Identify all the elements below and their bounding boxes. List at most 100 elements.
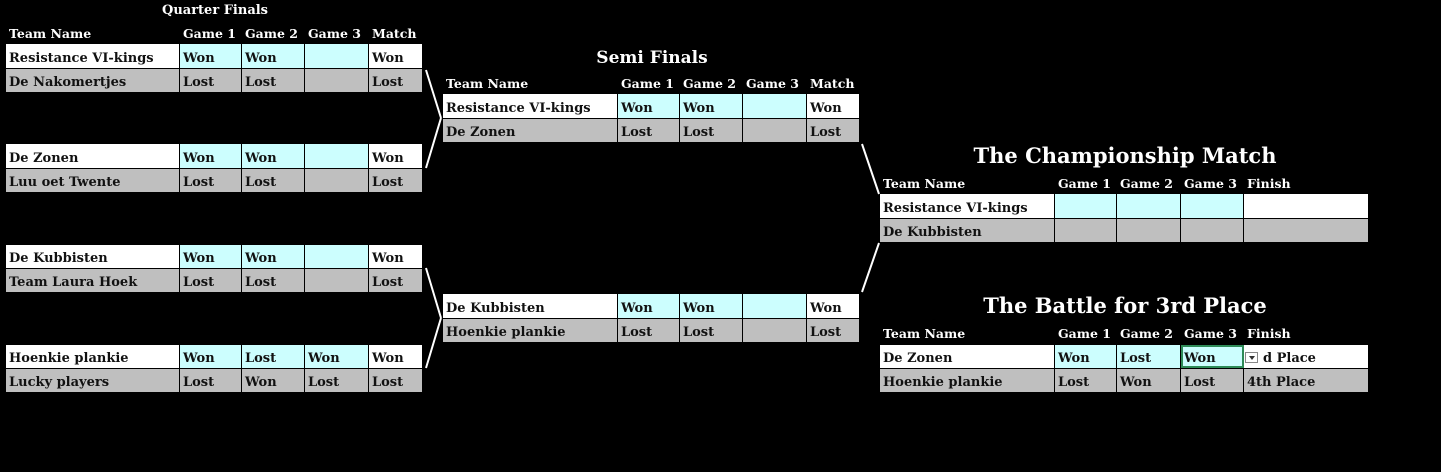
table-row: Lucky players Lost Won Lost Lost	[6, 369, 423, 392]
match-cell[interactable]: Lost	[807, 119, 860, 142]
game2-cell[interactable]: Lost	[242, 345, 305, 368]
team-cell[interactable]: Hoenkie plankie	[880, 369, 1055, 392]
team-cell[interactable]: Resistance VI-kings	[880, 194, 1055, 218]
game3-cell[interactable]: Lost	[1181, 369, 1244, 392]
game3-cell[interactable]	[1181, 219, 1244, 242]
game3-cell[interactable]	[743, 94, 807, 118]
match-cell[interactable]: Won	[369, 345, 423, 368]
game1-cell[interactable]: Lost	[180, 369, 242, 392]
header-game3: Game 3	[1184, 326, 1238, 341]
match-cell[interactable]: Won	[369, 44, 423, 68]
team-cell[interactable]: Hoenkie plankie	[443, 319, 618, 342]
bracket-line	[861, 242, 880, 293]
game1-cell[interactable]: Won	[618, 294, 680, 318]
table-row: Hoenkie plankie Won Lost Won Won	[6, 345, 423, 368]
header-game1: Game 1	[1058, 176, 1112, 191]
match-cell[interactable]: Lost	[369, 269, 423, 292]
game1-cell[interactable]: Won	[618, 94, 680, 118]
game2-cell[interactable]: Lost	[242, 69, 305, 92]
team-cell[interactable]: Resistance VI-kings	[443, 94, 618, 118]
team-cell[interactable]: De Kubbisten	[880, 219, 1055, 242]
game1-cell[interactable]: Lost	[618, 319, 680, 342]
bracket-line	[425, 317, 442, 369]
game2-cell[interactable]: Won	[242, 245, 305, 268]
game1-cell[interactable]: Lost	[1055, 369, 1117, 392]
match-cell[interactable]: Lost	[369, 69, 423, 92]
game2-cell[interactable]: Lost	[680, 119, 743, 142]
game3-cell[interactable]	[305, 169, 369, 192]
match-cell[interactable]: Won	[369, 144, 423, 168]
game3-cell[interactable]: Won	[305, 345, 369, 368]
bracket-line	[425, 117, 442, 169]
team-cell[interactable]: De Zonen	[6, 144, 180, 168]
header-row: Team Name Game 1 Game 2 Game 3 Finish	[880, 325, 1369, 343]
game1-cell[interactable]	[1055, 219, 1117, 242]
game3-cell[interactable]	[305, 144, 369, 168]
game2-cell[interactable]: Lost	[242, 269, 305, 292]
header-team: Team Name	[446, 76, 529, 91]
header-game2: Game 2	[1120, 326, 1174, 341]
game1-cell[interactable]: Won	[180, 245, 242, 268]
team-cell[interactable]: Luu oet Twente	[6, 169, 180, 192]
game2-cell[interactable]: Lost	[680, 319, 743, 342]
game2-cell[interactable]: Lost	[1117, 345, 1181, 368]
finish-cell[interactable]: 4th Place	[1244, 369, 1369, 392]
team-cell[interactable]: Team Laura Hoek	[6, 269, 180, 292]
header-game2: Game 2	[1120, 176, 1174, 191]
team-cell[interactable]: De Zonen	[880, 345, 1055, 368]
match-cell[interactable]: Lost	[369, 169, 423, 192]
game1-cell[interactable]: Lost	[180, 169, 242, 192]
game3-cell-selected[interactable]: Won	[1181, 345, 1244, 368]
game3-cell[interactable]	[743, 294, 807, 318]
game3-cell[interactable]	[305, 245, 369, 268]
header-row: Team Name Game 1 Game 2 Game 3 Finish	[880, 175, 1369, 193]
game3-cell[interactable]: Lost	[305, 369, 369, 392]
game1-cell[interactable]: Won	[180, 44, 242, 68]
team-cell[interactable]: Hoenkie plankie	[6, 345, 180, 368]
game3-cell[interactable]	[1181, 194, 1244, 218]
game2-cell[interactable]: Won	[680, 94, 743, 118]
header-finish: Finish	[1247, 176, 1291, 191]
team-cell[interactable]: De Zonen	[443, 119, 618, 142]
game2-cell[interactable]: Won	[242, 369, 305, 392]
finish-cell[interactable]	[1244, 194, 1369, 218]
game1-cell[interactable]: Lost	[180, 69, 242, 92]
match-cell[interactable]: Won	[807, 294, 860, 318]
game1-cell[interactable]	[1055, 194, 1117, 218]
team-cell[interactable]: Resistance VI-kings	[6, 44, 180, 68]
match-cell[interactable]: Won	[369, 245, 423, 268]
game2-cell[interactable]: Lost	[242, 169, 305, 192]
finish-cell[interactable]: d Place	[1244, 345, 1369, 368]
game3-cell[interactable]	[305, 69, 369, 92]
game1-cell[interactable]: Won	[180, 345, 242, 368]
game2-cell[interactable]	[1117, 194, 1181, 218]
table-row: De Zonen Won Won Won	[6, 144, 423, 168]
team-cell[interactable]: De Kubbisten	[443, 294, 618, 318]
header-game1: Game 1	[621, 76, 675, 91]
game2-cell[interactable]: Won	[680, 294, 743, 318]
game2-cell[interactable]: Won	[1117, 369, 1181, 392]
game2-cell[interactable]	[1117, 219, 1181, 242]
game1-cell[interactable]: Lost	[180, 269, 242, 292]
team-cell[interactable]: Lucky players	[6, 369, 180, 392]
chevron-down-icon	[1248, 356, 1255, 360]
game2-cell[interactable]: Won	[242, 44, 305, 68]
game1-cell[interactable]: Won	[1055, 345, 1117, 368]
game3-cell[interactable]	[743, 319, 807, 342]
table-row: Hoenkie plankie Lost Won Lost 4th Place	[880, 369, 1369, 392]
match-cell[interactable]: Lost	[807, 319, 860, 342]
match-cell[interactable]: Won	[807, 94, 860, 118]
game3-cell[interactable]	[743, 119, 807, 142]
game1-cell[interactable]: Won	[180, 144, 242, 168]
team-cell[interactable]: De Kubbisten	[6, 245, 180, 268]
finish-cell[interactable]	[1244, 219, 1369, 242]
header-game2: Game 2	[245, 26, 299, 41]
game3-cell[interactable]	[305, 44, 369, 68]
game1-cell[interactable]: Lost	[618, 119, 680, 142]
game3-cell[interactable]	[305, 269, 369, 292]
cell-dropdown-button[interactable]	[1245, 352, 1258, 363]
match-cell[interactable]: Lost	[369, 369, 423, 392]
team-cell[interactable]: De Nakomertjes	[6, 69, 180, 92]
game2-cell[interactable]: Won	[242, 144, 305, 168]
